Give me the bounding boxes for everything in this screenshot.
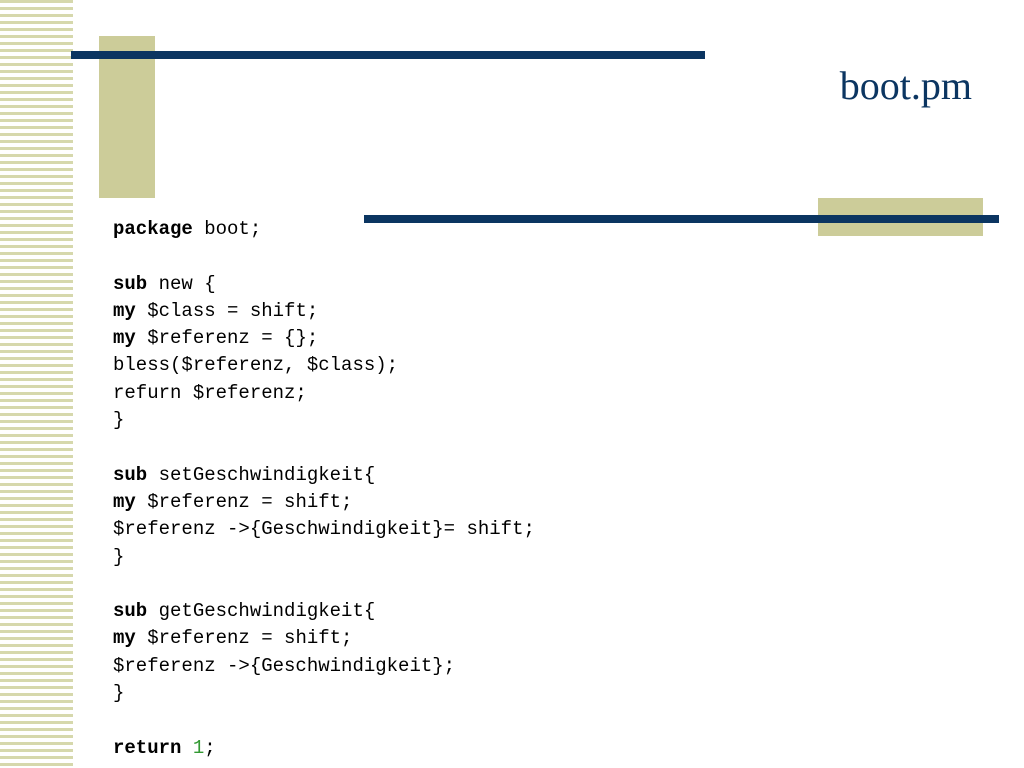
code-keyword: my bbox=[113, 327, 136, 350]
title-bar-line bbox=[71, 51, 705, 59]
code-text: } bbox=[113, 545, 125, 568]
code-text: new { bbox=[147, 272, 216, 295]
slide-title: boot.pm bbox=[839, 63, 972, 108]
code-line: bless($referenz, $class); bbox=[113, 352, 535, 379]
code-line: } bbox=[113, 680, 535, 707]
code-text: } bbox=[113, 682, 125, 705]
code-text: getGeschwindigkeit{ bbox=[147, 600, 376, 623]
code-line: sub new { bbox=[113, 271, 535, 298]
code-line: $referenz ->{Geschwindigkeit}; bbox=[113, 653, 535, 680]
content-bar-line bbox=[364, 215, 999, 223]
code-line bbox=[113, 243, 535, 270]
code-line: return 1; bbox=[113, 735, 535, 762]
code-line: my $referenz = {}; bbox=[113, 325, 535, 352]
code-text: $referenz = {}; bbox=[135, 327, 319, 350]
code-line: my $referenz = shift; bbox=[113, 625, 535, 652]
decorative-stripes bbox=[0, 0, 73, 768]
code-text: $class = shift; bbox=[135, 299, 319, 322]
code-keyword: my bbox=[113, 299, 136, 322]
code-line bbox=[113, 571, 535, 598]
code-number: 1 bbox=[192, 736, 205, 759]
code-text: ; bbox=[204, 736, 216, 759]
code-text: $referenz = shift; bbox=[135, 490, 353, 513]
code-keyword: sub bbox=[113, 272, 148, 295]
code-line bbox=[113, 707, 535, 734]
code-line bbox=[113, 434, 535, 461]
code-text: boot; bbox=[192, 218, 262, 240]
code-line: } bbox=[113, 407, 535, 434]
code-block: package boot; sub new { my $class = shif… bbox=[113, 216, 535, 762]
code-line: my $referenz = shift; bbox=[113, 489, 535, 516]
code-line: my $class = shift; bbox=[113, 298, 535, 325]
code-text bbox=[181, 737, 192, 759]
code-keyword: sub bbox=[113, 600, 148, 623]
code-keyword: my bbox=[113, 627, 136, 650]
code-line: $referenz ->{Geschwindigkeit}= shift; bbox=[113, 516, 535, 543]
code-text: $referenz ->{Geschwindigkeit}; bbox=[113, 654, 456, 677]
code-line: } bbox=[113, 544, 535, 571]
code-line: package boot; bbox=[113, 216, 535, 243]
code-text: $referenz ->{Geschwindigkeit}= shift; bbox=[113, 518, 535, 541]
code-line: sub getGeschwindigkeit{ bbox=[113, 598, 535, 625]
code-keyword: return bbox=[113, 736, 182, 759]
code-text: setGeschwindigkeit{ bbox=[147, 463, 376, 486]
accent-block-top bbox=[99, 36, 155, 198]
code-text: bless($referenz, $class); bbox=[113, 354, 399, 377]
code-text: refurn $referenz; bbox=[113, 381, 307, 404]
code-line: refurn $referenz; bbox=[113, 380, 535, 407]
code-text: } bbox=[113, 409, 125, 432]
code-keyword: sub bbox=[113, 463, 148, 486]
code-line: sub setGeschwindigkeit{ bbox=[113, 462, 535, 489]
code-keyword: my bbox=[113, 490, 136, 513]
code-keyword: package bbox=[113, 218, 193, 240]
code-text: $referenz = shift; bbox=[135, 627, 353, 650]
